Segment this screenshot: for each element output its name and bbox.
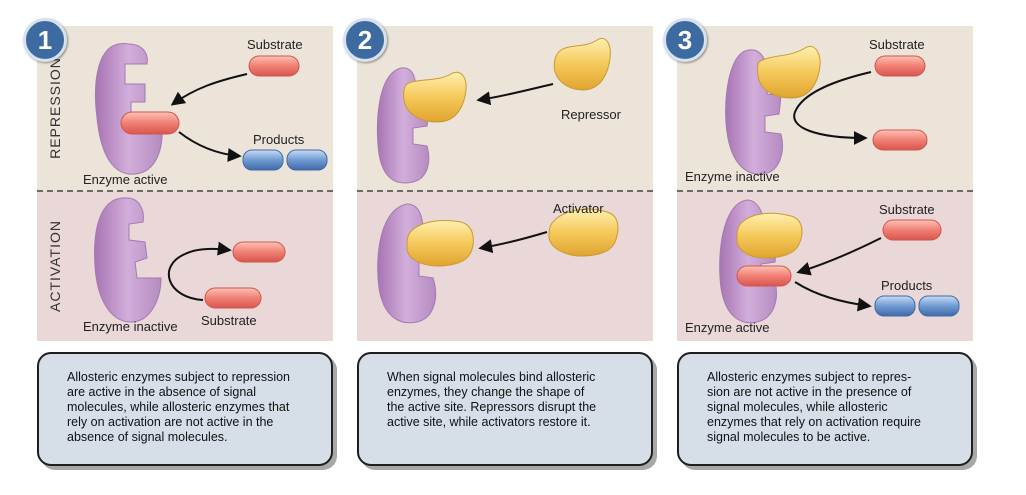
substrate-molecule [874, 55, 926, 77]
caption-line: signal molecules, while allosteric [707, 400, 888, 414]
substrate-molecule [736, 265, 792, 287]
caption-line: enzymes, they change the shape of [387, 385, 585, 399]
panel-2-illustration [376, 38, 619, 324]
product-molecule [918, 295, 960, 317]
substrate-molecule [204, 287, 262, 309]
arrow [167, 241, 232, 301]
arrow [796, 237, 882, 276]
divider-line [37, 190, 333, 192]
label-enzyme-state: Enzyme inactive [83, 319, 178, 334]
substrate-molecule [232, 241, 286, 263]
activator-molecule [548, 208, 619, 257]
label-enzyme-state: Enzyme active [685, 320, 770, 335]
enzyme-shape [95, 43, 163, 175]
activator-molecule [406, 220, 474, 267]
divider-line [357, 190, 653, 192]
label-activator: Activator [553, 201, 604, 216]
arrow [478, 231, 548, 254]
enzyme-shape [94, 197, 162, 323]
substrate-molecule [248, 55, 300, 77]
caption-box-1: Allosteric enzymes subject to repression… [37, 352, 333, 466]
activator-molecule [736, 212, 803, 259]
caption-box-3: Allosteric enzymes subject to repres- si… [677, 352, 973, 466]
arrow [178, 131, 242, 162]
panel-1-illustration [94, 43, 328, 323]
substrate-molecule [872, 129, 928, 151]
caption-line: signal molecules to be active. [707, 430, 871, 444]
repressor-molecule [403, 71, 467, 123]
caption-line: sion are not active in the presence of [707, 385, 912, 399]
panel-3: Substrate Enzyme inactive Substrate Prod… [663, 18, 973, 341]
activation-zone [37, 191, 333, 341]
caption-line: the active site. Repressors disrupt the [387, 400, 597, 414]
caption-line: When signal molecules bind allosteric [387, 370, 596, 384]
caption-box-2: When signal molecules bind allosteric en… [357, 352, 653, 466]
label-products: Products [881, 278, 933, 293]
step-number-badge: 3 [663, 18, 707, 62]
panel-2: Repressor Activator 2 [343, 18, 653, 341]
caption-line: active site, while activators restore it… [387, 415, 591, 429]
step-number-badge: 1 [23, 18, 67, 62]
panel-1: REPRESSION ACTIVATION Substrate Products… [23, 18, 333, 341]
product-molecule [242, 149, 284, 171]
substrate-molecule [120, 111, 180, 135]
caption-line: Allosteric enzymes subject to repression [67, 370, 291, 384]
caption-line: are active in the absence of signal [67, 385, 257, 399]
divider-line [677, 190, 973, 192]
label-products: Products [253, 132, 305, 147]
product-molecule [874, 295, 916, 317]
repressor-molecule [553, 38, 611, 91]
repression-zone [37, 26, 333, 191]
panel-3-illustration [719, 46, 960, 324]
arrow [794, 281, 872, 312]
label-enzyme-state: Enzyme inactive [685, 169, 780, 184]
product-molecule [286, 149, 328, 171]
label-substrate: Substrate [869, 37, 925, 52]
label-substrate: Substrate [247, 37, 303, 52]
caption-line: Allosteric enzymes subject to repres- [707, 370, 912, 384]
repressor-molecule [757, 46, 821, 99]
caption-line: absence of signal molecules. [67, 430, 228, 444]
arrow [793, 71, 872, 145]
substrate-molecule [882, 219, 942, 241]
step-number-badge: 2 [343, 18, 387, 62]
caption-line: rely on activation are not active in the [67, 415, 274, 429]
label-substrate: Substrate [201, 313, 257, 328]
label-repressor: Repressor [561, 107, 621, 122]
label-substrate: Substrate [879, 202, 935, 217]
arrow [170, 73, 248, 106]
label-enzyme-state: Enzyme active [83, 172, 168, 187]
caption-line: molecules, while allosteric enzymes that [67, 400, 290, 414]
caption-line: enzymes that rely on activation require [707, 415, 921, 429]
arrow [476, 83, 554, 106]
